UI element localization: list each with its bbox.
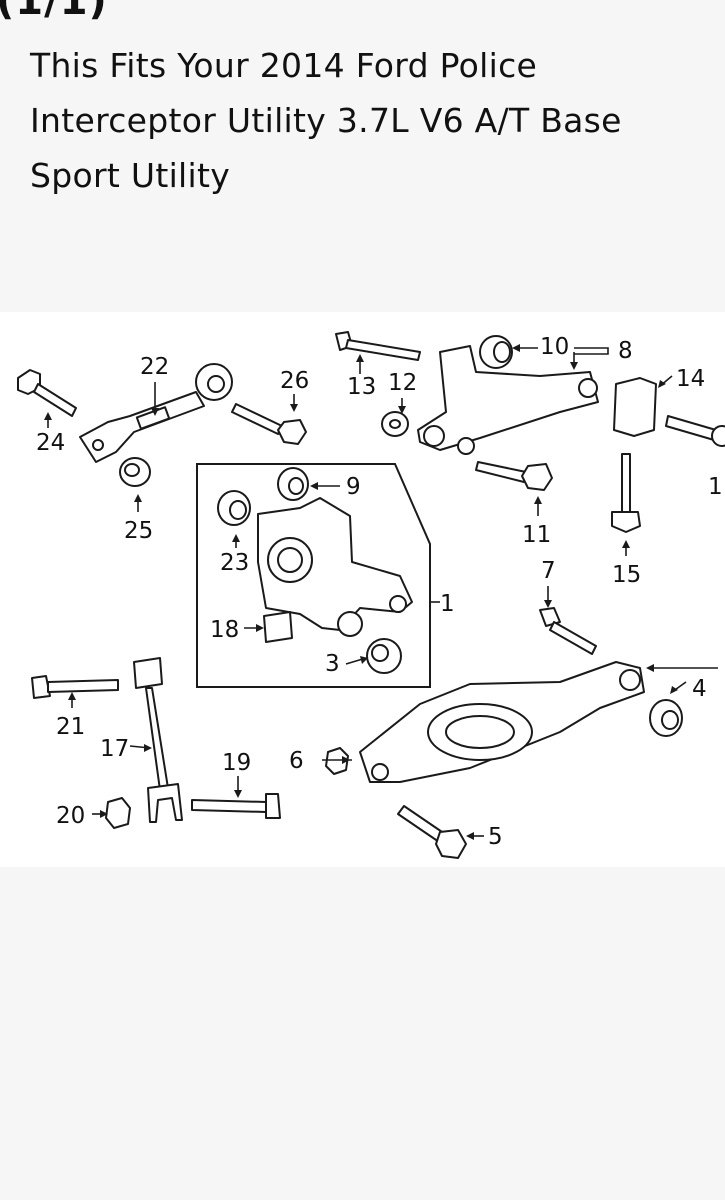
leader-arrows	[44, 344, 678, 840]
callout-17: 17	[100, 736, 129, 762]
knuckle-group-box	[196, 463, 431, 688]
vehicle-fitment-text: This Fits Your 2014 Ford Police Intercep…	[30, 46, 622, 195]
callout-1-edge: 1	[708, 474, 723, 500]
part-10-bushing	[479, 335, 513, 369]
part-15-bolt	[611, 453, 641, 533]
listing-header: (1/1) This Fits Your 2014 Ford Police In…	[0, 0, 725, 312]
part-5-bolt	[397, 805, 467, 859]
part-6-nut	[325, 747, 349, 775]
parts-diagram[interactable]: 1 3 4 5 6 7 8 9 10 11 12 13 14 15 17 18 …	[0, 312, 725, 867]
part-11-bolt	[475, 461, 553, 491]
callout-22: 22	[140, 354, 169, 380]
part-25-bushing	[119, 457, 151, 487]
part-12-nut	[381, 411, 409, 437]
part-7-bolt	[539, 607, 597, 655]
part-3-bushing	[366, 638, 402, 674]
callout-10: 10	[540, 334, 569, 360]
callout-19: 19	[222, 750, 251, 776]
callout-14: 14	[676, 366, 705, 392]
callout-7: 7	[541, 558, 556, 584]
part-26-bolt	[231, 403, 307, 445]
callout-13: 13	[347, 374, 376, 400]
callout-1: 1	[440, 591, 455, 617]
callout-3: 3	[325, 651, 340, 677]
callout-9: 9	[346, 474, 361, 500]
callout-15: 15	[612, 562, 641, 588]
part-17-link	[133, 657, 183, 823]
part-19-bolt	[191, 793, 281, 819]
parts-diagram-svg: 1 3 4 5 6 7 8 9 10 11 12 13 14 15 17 18 …	[17, 331, 725, 859]
part-13-bolt	[335, 331, 421, 361]
callout-5: 5	[488, 824, 503, 850]
image-counter: (1/1)	[0, 0, 108, 24]
part-20-nut	[105, 797, 131, 829]
callout-18: 18	[210, 617, 239, 643]
part-22-adjustable-link	[79, 363, 233, 463]
callout-6: 6	[289, 748, 304, 774]
callout-25: 25	[124, 518, 153, 544]
callout-24: 24	[36, 430, 65, 456]
part-23-bushing	[217, 490, 251, 526]
callout-26: 26	[280, 368, 309, 394]
part-9-bushing	[277, 467, 309, 501]
part-14-bracket	[613, 377, 725, 447]
callout-23: 23	[220, 550, 249, 576]
part-8-upper-arm	[417, 345, 599, 455]
part-1-knuckle	[257, 497, 413, 637]
part-4-bushing	[649, 699, 683, 737]
part-18-bushing	[263, 611, 293, 643]
callout-21: 21	[56, 714, 85, 740]
callout-8: 8	[618, 338, 633, 364]
callout-4: 4	[692, 676, 707, 702]
part-24-bolt	[17, 369, 77, 417]
callout-12: 12	[388, 370, 417, 396]
part-21-bolt	[31, 675, 119, 699]
part-4-lower-arm	[359, 661, 645, 783]
callout-20: 20	[56, 803, 85, 829]
callout-11: 11	[522, 522, 551, 548]
